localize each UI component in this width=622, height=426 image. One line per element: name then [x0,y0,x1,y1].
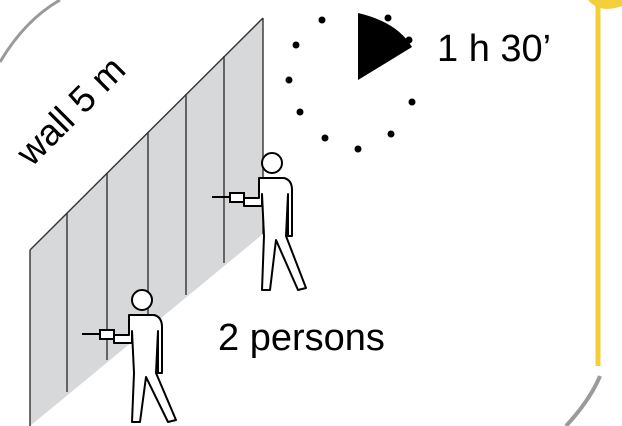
clock-icon [286,13,416,153]
persons-count-label: 2 persons [218,317,385,360]
duration-label: 1 h 30’ [437,28,551,71]
frame-border-left [0,0,60,62]
frame-border-bottom [566,376,600,426]
accent-corner-icon [588,0,622,9]
